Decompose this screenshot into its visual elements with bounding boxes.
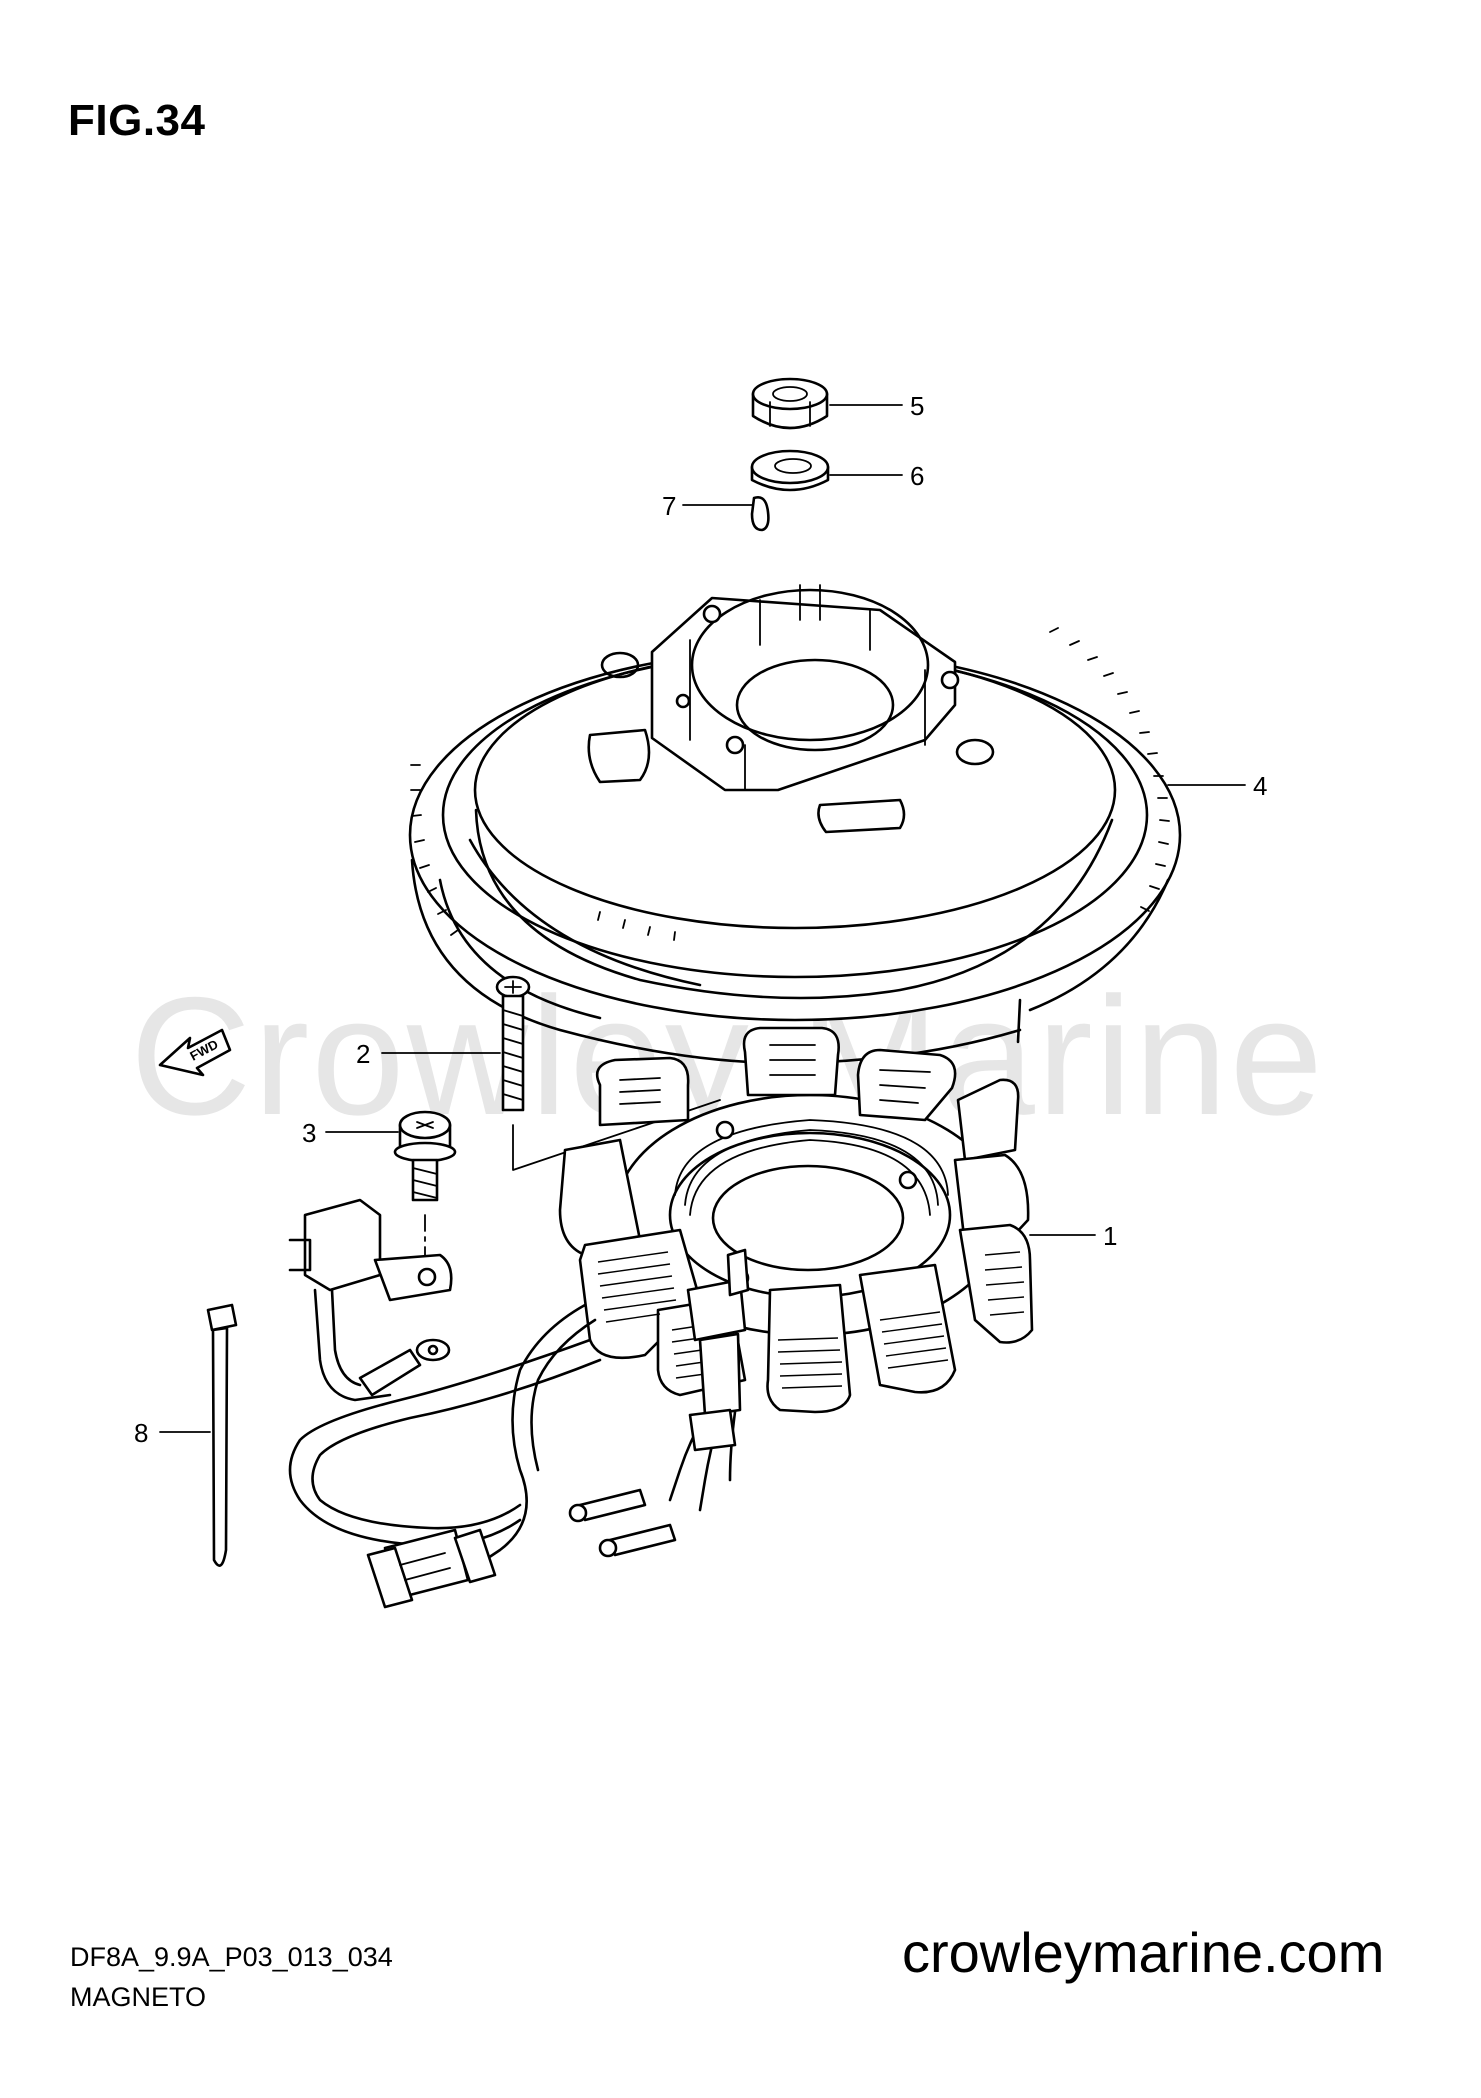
part-key[interactable] bbox=[750, 496, 770, 532]
figure-title: FIG.34 bbox=[68, 96, 206, 145]
section-name: MAGNETO bbox=[70, 1982, 207, 2012]
callout-6: 6 bbox=[910, 461, 924, 491]
callout-leaders bbox=[159, 404, 1246, 1433]
callout-8: 8 bbox=[134, 1418, 148, 1448]
callout-numbers: 5 6 7 4 2 3 1 8 bbox=[134, 391, 1267, 1448]
callout-7: 7 bbox=[662, 491, 676, 521]
callout-2: 2 bbox=[356, 1039, 370, 1069]
part-nut[interactable] bbox=[751, 377, 829, 430]
callout-1: 1 bbox=[1103, 1221, 1117, 1251]
callout-3: 3 bbox=[302, 1118, 316, 1148]
part-cable-tie[interactable] bbox=[206, 1303, 238, 1567]
website-label: crowleymarine.com bbox=[902, 1921, 1385, 1984]
part-bolt[interactable] bbox=[393, 1110, 457, 1202]
fwd-arrow: FWD bbox=[158, 1028, 232, 1077]
part-flywheel[interactable] bbox=[408, 584, 1182, 1065]
part-stator[interactable] bbox=[558, 1026, 1034, 1417]
part-washer[interactable] bbox=[750, 449, 830, 492]
callout-4: 4 bbox=[1253, 771, 1267, 801]
part-screw[interactable] bbox=[495, 975, 531, 1112]
wiring-harness[interactable] bbox=[288, 1198, 737, 1609]
callout-5: 5 bbox=[910, 391, 924, 421]
diagram-code: DF8A_9.9A_P03_013_034 bbox=[70, 1942, 393, 1972]
